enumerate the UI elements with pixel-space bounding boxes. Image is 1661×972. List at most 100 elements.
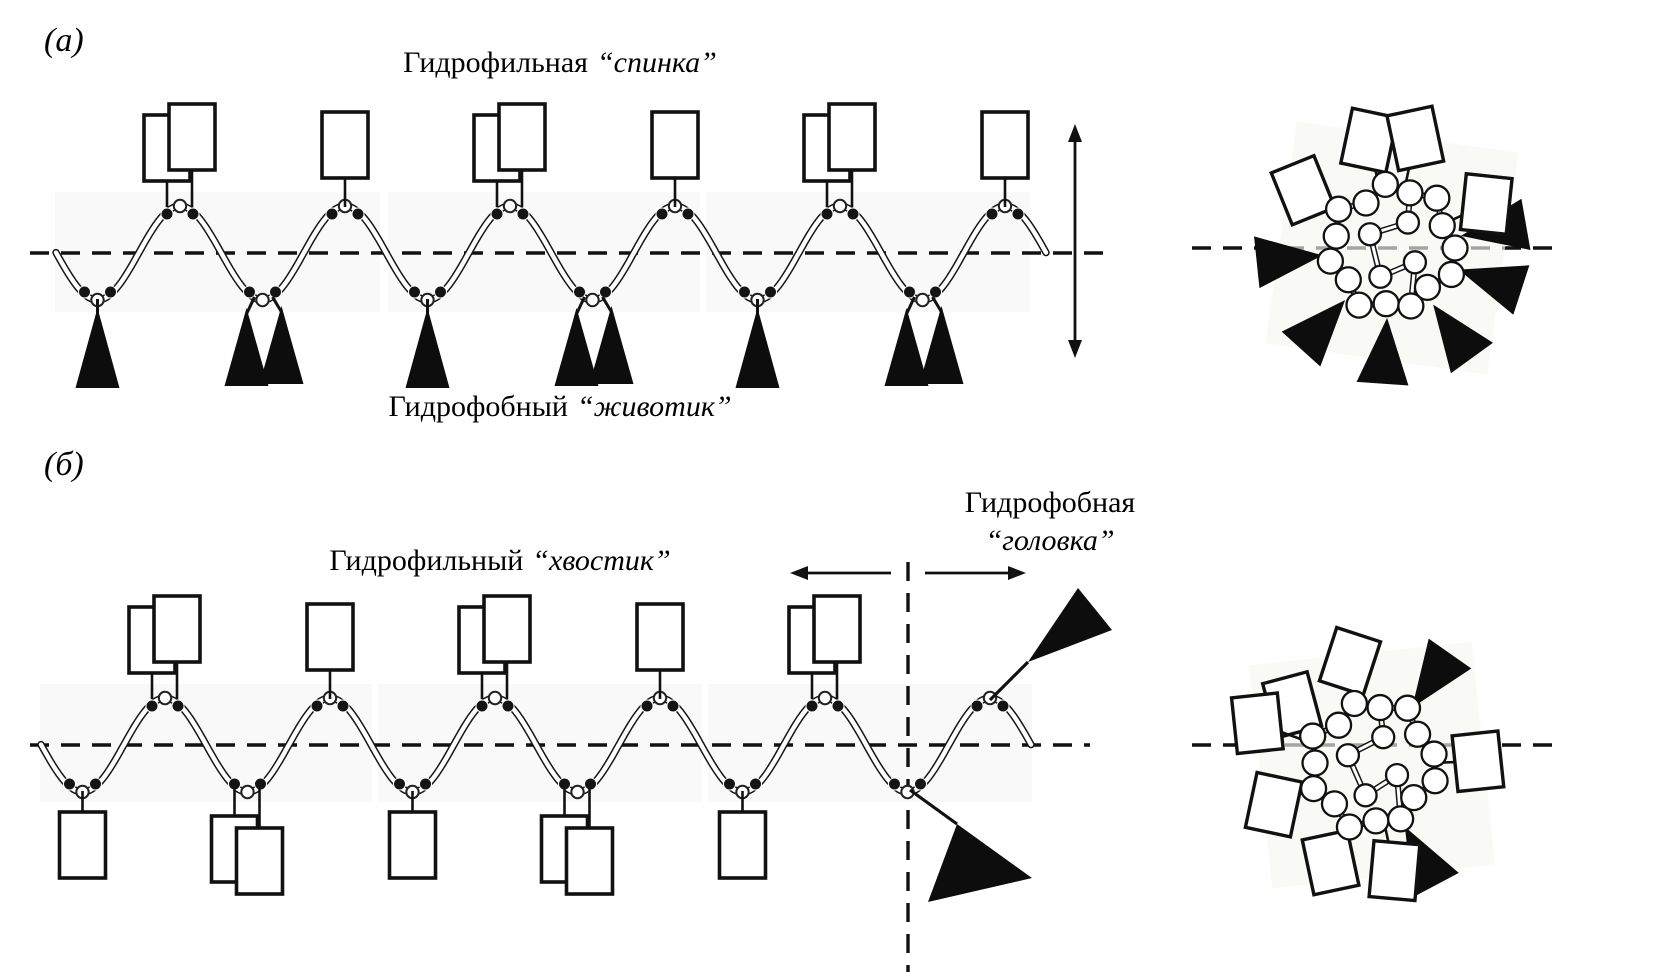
hydrophilic-rect-icon	[387, 810, 438, 880]
amplitude-arrow	[1068, 124, 1082, 358]
panel-b-letter: (б)	[44, 446, 84, 483]
backbone-bead-cluster	[310, 690, 350, 713]
chain-bead-icon	[1335, 813, 1364, 841]
hydrophilic-rect-icon	[1450, 729, 1506, 794]
chain-bead-icon	[585, 292, 600, 308]
chain-bead-icon	[1402, 250, 1428, 275]
hydrophilic-rect-icon	[1269, 153, 1338, 228]
backbone-bead-cluster	[475, 690, 515, 713]
hydrophilic-rect-icon	[1300, 828, 1361, 897]
hydrophilic-rect-icon	[497, 102, 547, 172]
hydrophilic-rect-icon	[827, 102, 877, 172]
chain-bead-icon	[487, 690, 503, 706]
chain-bead-icon	[832, 198, 848, 214]
backbone-bead-cluster	[723, 777, 762, 800]
hydrophilic-rect-icon	[1317, 625, 1383, 698]
backbone-bead-cluster	[393, 777, 432, 800]
hydrophilic-groups-a	[142, 102, 1030, 207]
backbone-bead-cluster	[145, 690, 185, 713]
caption-text: Гидрофильный	[329, 544, 524, 577]
hydrophilic-group	[802, 102, 877, 207]
backbone-bead-cluster	[820, 198, 860, 221]
hydrophobic-triangle-icon	[1433, 304, 1493, 374]
hydrophilic-rect-icon	[152, 594, 202, 664]
hydrophobic-triangle-icon	[919, 306, 964, 384]
chain-bead-icon	[1421, 767, 1449, 795]
hydrophilic-group	[717, 791, 768, 880]
panel-b-tail-caption: Гидрофильный“хвостик”	[250, 544, 750, 578]
chain-bead-icon	[1437, 260, 1466, 289]
caption-text: Гидрофобная	[964, 486, 1136, 519]
hydrophilic-group	[635, 602, 685, 699]
chain-bead-icon	[1368, 264, 1393, 289]
hydrophilic-group	[457, 594, 532, 699]
arrowhead-up-icon	[1068, 124, 1082, 142]
hydrophobic-triangle-icon	[1458, 265, 1530, 315]
chain-bead-icon	[1324, 195, 1353, 223]
hydrophobic-triangle-icon	[884, 308, 929, 386]
hydrophobic-triangle-icon	[405, 308, 450, 388]
chain-bead-icon	[570, 784, 585, 800]
caption-emphasis: “животик”	[576, 390, 732, 423]
hydrophilic-group	[787, 594, 862, 699]
hydrophobic-triangle-icon	[735, 308, 780, 388]
hydrophobic-triangle-icon	[1356, 317, 1409, 386]
hydrophobic-triangle-icon	[928, 824, 1032, 902]
hydrophilic-rect-icon	[1367, 838, 1422, 903]
chain-bead-icon	[1362, 807, 1390, 835]
panel-a-bottom-caption: Гидрофобный“животик”	[310, 390, 810, 424]
hydrophobic-triangle-icon	[589, 306, 634, 384]
chain-bead-icon	[240, 784, 255, 800]
backbone-bead-cluster	[903, 285, 942, 308]
hydrophobic-triangle-icon	[1412, 638, 1472, 708]
backbone-bead-cluster	[243, 285, 282, 308]
chain-bead-icon	[1397, 292, 1425, 320]
hydrophilic-rect-icon	[635, 602, 685, 672]
arrowhead-left-icon	[790, 566, 808, 580]
hydrophobic-group	[554, 296, 634, 386]
hydrophilic-group	[209, 789, 285, 896]
hydrophilic-rect-icon	[1384, 104, 1446, 173]
chain-bead-icon	[1393, 694, 1422, 722]
backbone-bead-cluster	[805, 690, 845, 713]
caption-emphasis: “спинка”	[596, 46, 717, 79]
chain-bead-icon	[1322, 222, 1350, 250]
hydrophilic-rect-icon	[1243, 770, 1305, 839]
chain-bead-icon	[1316, 247, 1345, 275]
chain-bead-icon	[1352, 189, 1380, 217]
micelle-cross-section-b	[1229, 625, 1506, 903]
hydrophilic-rect-icon	[1229, 691, 1286, 756]
caption-text: Гидрофобный	[388, 390, 568, 423]
hydrophobic-group	[884, 296, 964, 386]
chain-bead-icon	[1357, 222, 1383, 247]
hydrophobic-triangle-icon	[224, 308, 269, 386]
chain-bead-icon	[1366, 693, 1394, 722]
hydrophobic-head-b	[909, 588, 1112, 902]
hydrophobic-groups-a	[75, 296, 964, 388]
chain-bead-icon	[1371, 725, 1396, 750]
chain-bead-icon	[1301, 749, 1329, 777]
chain-bead-icon	[1334, 266, 1362, 294]
hydrophobic-triangle-icon	[1254, 236, 1323, 289]
chain-bead-icon	[255, 292, 270, 308]
backbone-bead-cluster	[490, 198, 530, 221]
dashed-waterlines	[30, 246, 1558, 972]
chain-bead-icon	[1420, 740, 1448, 768]
chain-bead-icon	[817, 690, 833, 706]
hydrophilic-rect-icon	[1458, 171, 1514, 237]
chain-bead-icon	[1413, 273, 1442, 302]
chain-bead-icon	[1372, 290, 1400, 318]
hydrophilic-rect-icon	[57, 810, 108, 880]
panel-a-top-caption: Гидрофильная“спинка”	[310, 46, 810, 80]
chain-bead-icon	[172, 198, 188, 214]
backbone-bead-cluster	[573, 285, 612, 308]
hydrophilic-group	[650, 110, 700, 207]
hydrophilic-rect-icon	[564, 826, 615, 896]
chain-bead-icon	[1400, 783, 1428, 812]
chain-bead-icon	[1320, 790, 1349, 818]
hydrophilic-rect-icon	[717, 810, 768, 880]
hydrophilic-group	[472, 102, 547, 207]
tail-head-arrows	[790, 566, 1026, 580]
